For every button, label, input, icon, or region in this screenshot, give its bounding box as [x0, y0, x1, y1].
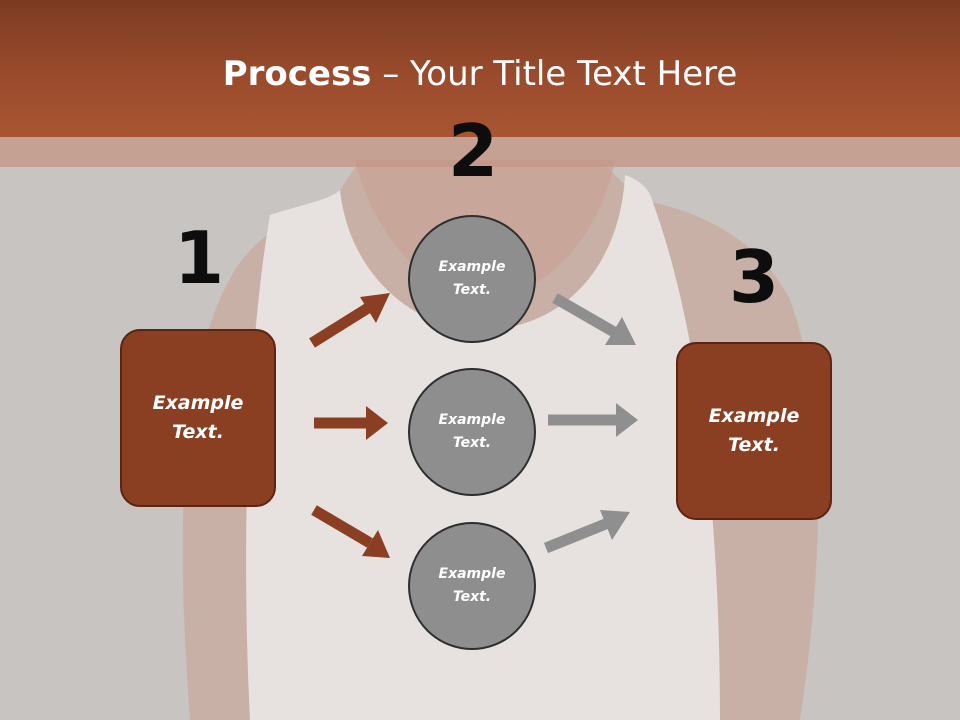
- arrow-middle-to-right: [548, 403, 638, 437]
- circle-middle: Example Text.: [408, 368, 536, 496]
- arrow-top-to-right: [552, 293, 636, 345]
- circle-top: Example Text.: [408, 215, 536, 343]
- circle-bottom-label: Example Text.: [438, 566, 506, 605]
- circle-top-label: Example Text.: [438, 259, 506, 298]
- title-rest: – Your Title Text Here: [371, 54, 738, 94]
- box-left-label: Example Text.: [152, 392, 244, 443]
- title-bold: Process: [222, 54, 372, 94]
- step-number-3: 3: [728, 235, 780, 319]
- arrow-bottom-to-right: [543, 510, 630, 554]
- arrow-left-to-middle: [314, 406, 388, 440]
- box-left: Example Text.: [120, 329, 276, 507]
- arrow-left-to-bottom: [311, 505, 390, 558]
- title-bar: [0, 0, 960, 137]
- box-right: Example Text.: [676, 342, 832, 520]
- box-right-label: Example Text.: [708, 405, 800, 456]
- step-number-1: 1: [173, 216, 225, 300]
- arrow-left-to-top: [309, 293, 390, 348]
- circle-bottom: Example Text.: [408, 522, 536, 650]
- slide-title: Process – Your Title Text Here: [0, 52, 960, 96]
- title-bar-band: [0, 137, 960, 167]
- step-number-2: 2: [447, 109, 499, 193]
- circle-middle-label: Example Text.: [438, 412, 506, 451]
